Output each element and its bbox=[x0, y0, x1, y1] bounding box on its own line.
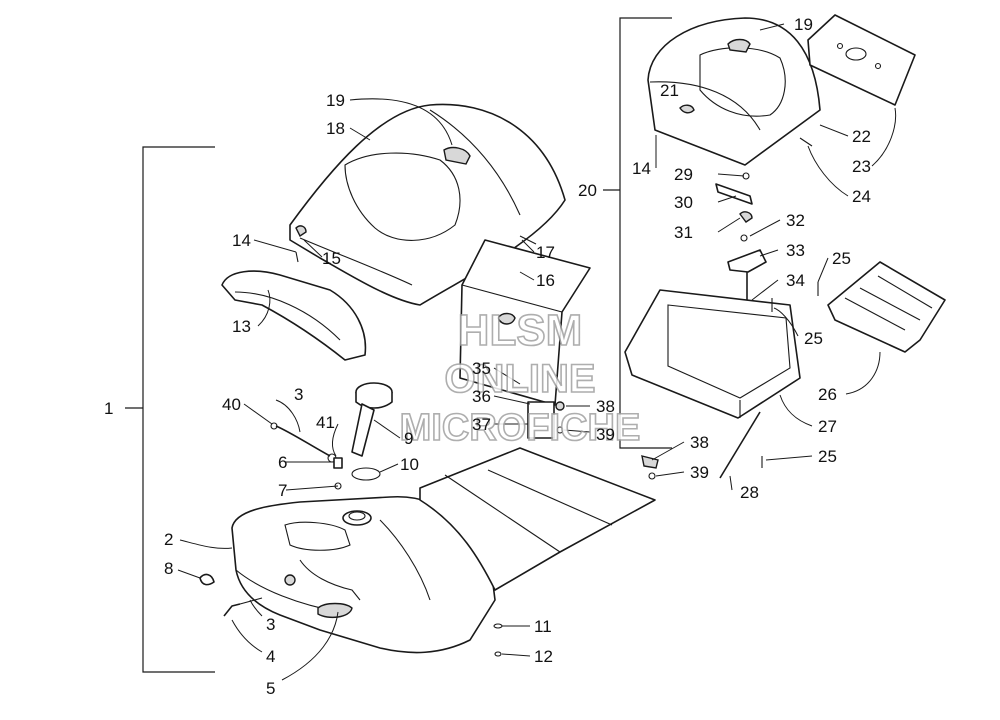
back-plate-22 bbox=[807, 14, 916, 106]
fuel-tank bbox=[231, 495, 496, 654]
grommet-8 bbox=[199, 573, 215, 586]
callout-10: 10 bbox=[400, 455, 419, 474]
screw-39 bbox=[556, 426, 564, 434]
filler-neck bbox=[342, 510, 372, 526]
callout-36: 36 bbox=[472, 387, 491, 406]
rod-24 bbox=[799, 137, 813, 147]
leader-lines bbox=[177, 23, 897, 681]
callout-23: 23 bbox=[852, 157, 871, 176]
vent-hose bbox=[275, 425, 331, 457]
callout-38: 38 bbox=[690, 433, 709, 452]
callout-32: 32 bbox=[786, 211, 805, 230]
callout-21: 21 bbox=[660, 81, 679, 100]
watermark-line-3: MICROFICHE bbox=[400, 407, 641, 449]
screw-12 bbox=[494, 651, 502, 657]
callout-41: 41 bbox=[316, 413, 335, 432]
callout-20: 20 bbox=[578, 181, 597, 200]
callout-30: 30 bbox=[674, 193, 693, 212]
callout-6: 6 bbox=[278, 453, 287, 472]
callout-37: 37 bbox=[472, 415, 491, 434]
callout-19: 19 bbox=[794, 15, 813, 34]
screw-25 bbox=[761, 282, 819, 468]
callout-3: 3 bbox=[294, 385, 303, 404]
watermark-line-2: ONLINE bbox=[444, 357, 595, 401]
bracket-37 bbox=[527, 401, 555, 439]
callout-3: 3 bbox=[266, 615, 275, 634]
callout-15: 15 bbox=[322, 249, 341, 268]
callout-17: 17 bbox=[536, 243, 555, 262]
callout-34: 34 bbox=[786, 271, 805, 290]
fitting-6 bbox=[333, 457, 343, 469]
callout-29: 29 bbox=[674, 165, 693, 184]
bracket-26 bbox=[827, 261, 946, 353]
callout-39: 39 bbox=[690, 463, 709, 482]
callout-31: 31 bbox=[674, 223, 693, 242]
callout-25: 25 bbox=[832, 249, 851, 268]
callout-27: 27 bbox=[818, 417, 837, 436]
callout-39: 39 bbox=[596, 425, 615, 444]
callout-33: 33 bbox=[786, 241, 805, 260]
fuel-cap bbox=[351, 382, 393, 457]
callout-16: 16 bbox=[536, 271, 555, 290]
callout-19: 19 bbox=[326, 91, 345, 110]
watermark: HLSM ONLINE MICROFICHE bbox=[399, 305, 641, 450]
storage-box bbox=[459, 239, 591, 406]
clip-14 bbox=[295, 251, 299, 263]
callout-18: 18 bbox=[326, 119, 345, 138]
callout-1: 1 bbox=[104, 399, 113, 418]
watermark-line-1: HLSM bbox=[458, 306, 583, 355]
callout-40: 40 bbox=[222, 395, 241, 414]
fuel-cap-gasket bbox=[351, 467, 381, 481]
callout-11: 11 bbox=[534, 617, 552, 636]
rail-28 bbox=[719, 411, 761, 479]
callout-7: 7 bbox=[278, 481, 287, 500]
belly-pan bbox=[419, 447, 656, 591]
callout-labels: 1 2 3 3 4 5 6 7 8 9 10 11 12 13 14 15 16… bbox=[104, 15, 871, 698]
clip-40 bbox=[270, 422, 278, 430]
nut-38 bbox=[555, 401, 565, 411]
rear-seat-cover bbox=[647, 17, 821, 166]
callout-2: 2 bbox=[164, 530, 173, 549]
callout-12: 12 bbox=[534, 647, 553, 666]
callout-4: 4 bbox=[266, 647, 275, 666]
tray-27 bbox=[624, 289, 801, 419]
callout-5: 5 bbox=[266, 679, 275, 698]
callout-14: 14 bbox=[632, 159, 651, 178]
callout-14: 14 bbox=[232, 231, 251, 250]
callout-25: 25 bbox=[818, 447, 837, 466]
rear-trim-13 bbox=[221, 270, 367, 361]
callout-35: 35 bbox=[472, 359, 491, 378]
pin-17 bbox=[519, 235, 537, 245]
callout-8: 8 bbox=[164, 559, 173, 578]
screw-39b bbox=[648, 472, 656, 480]
latch-plate-33 bbox=[727, 234, 767, 273]
callout-22: 22 bbox=[852, 127, 871, 146]
latch-29-31 bbox=[715, 172, 753, 223]
callout-9: 9 bbox=[404, 429, 413, 448]
callout-13: 13 bbox=[232, 317, 251, 336]
assembly-bracket-1 bbox=[125, 146, 215, 673]
assembly-bracket-20 bbox=[603, 17, 672, 449]
screw-11 bbox=[493, 623, 503, 629]
tank-fitting-3 bbox=[284, 574, 296, 586]
callout-28: 28 bbox=[740, 483, 759, 502]
callout-25: 25 bbox=[804, 329, 823, 348]
callout-38: 38 bbox=[596, 397, 615, 416]
callout-24: 24 bbox=[852, 187, 871, 206]
callout-26: 26 bbox=[818, 385, 837, 404]
